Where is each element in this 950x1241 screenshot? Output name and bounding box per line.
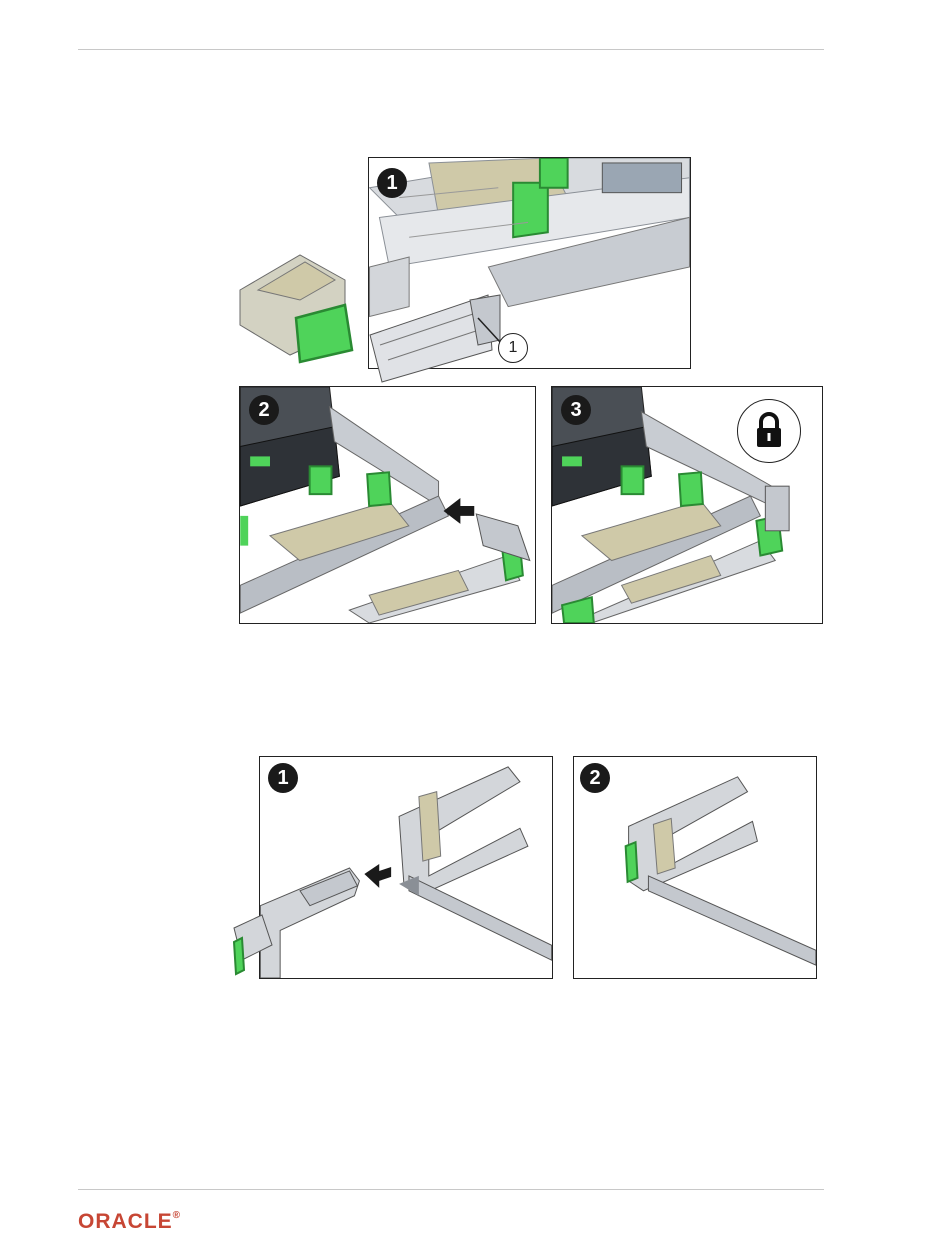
- callout-1: 1: [498, 333, 528, 363]
- connector-seated-illustration: [574, 757, 816, 978]
- step-badge-2: 2: [249, 395, 279, 425]
- rail-closeup-illustration: [369, 158, 690, 368]
- figure1-step2-panel: 2: [239, 386, 536, 624]
- oracle-logo: ORACLE®: [78, 1210, 181, 1234]
- figure2-step1-panel: 1: [259, 756, 553, 979]
- insert-connector-illustration: [240, 387, 535, 623]
- lock-icon: [737, 399, 801, 463]
- step-badge-2: 2: [580, 763, 610, 793]
- step-badge-1: 1: [268, 763, 298, 793]
- step-badge-3: 3: [561, 395, 591, 425]
- logo-mark: ®: [173, 1210, 181, 1221]
- lock-icon-glyph: [738, 400, 800, 462]
- header-rule: [78, 49, 824, 50]
- figure1-step3-panel: 3: [551, 386, 823, 624]
- figure2-step2-panel: 2: [573, 756, 817, 979]
- step-badge-1: 1: [377, 168, 407, 198]
- logo-text: ORACLE: [78, 1210, 173, 1233]
- figure1-step1-panel: 1: [368, 157, 691, 369]
- footer-rule: [78, 1189, 824, 1190]
- slide-connector-illustration: [260, 757, 552, 978]
